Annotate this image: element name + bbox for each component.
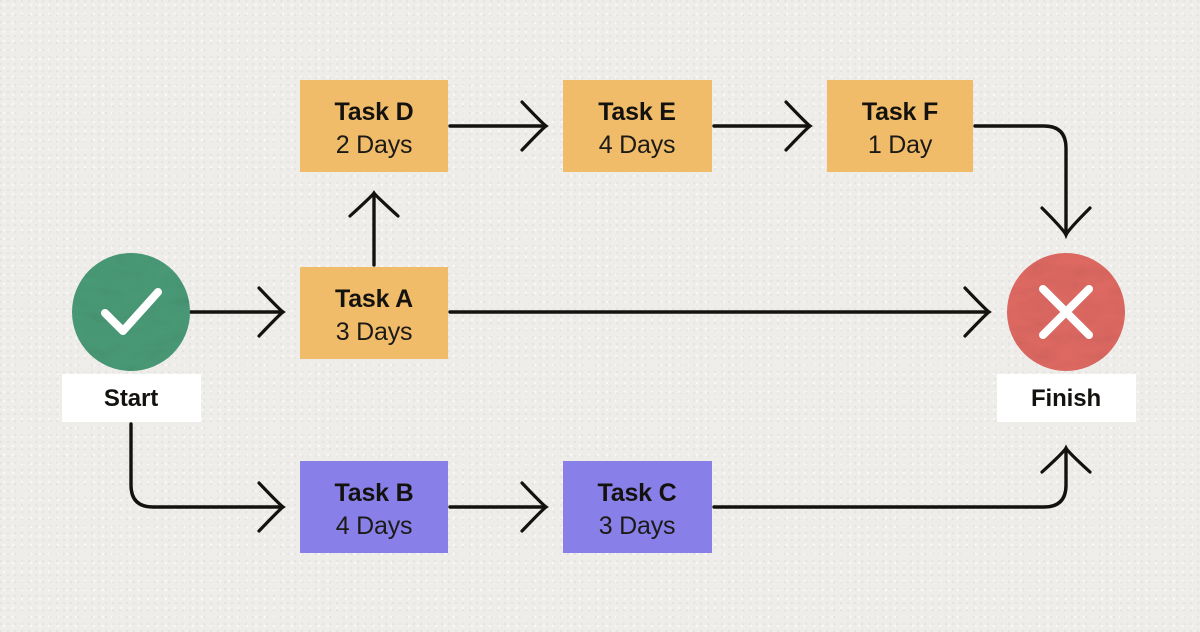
edge-start-to-task-b: [129, 422, 286, 533]
task-b-name: Task B: [335, 479, 414, 507]
task-c-name: Task C: [598, 479, 677, 507]
edge-task-a-to-task-d: [348, 190, 400, 267]
start-label: Start: [104, 385, 158, 412]
finish-node[interactable]: Finish: [997, 253, 1136, 422]
task-f-duration: 1 Day: [868, 131, 933, 159]
task-d-duration: 2 Days: [336, 131, 413, 159]
task-a-rect[interactable]: [300, 267, 448, 359]
task-node-task-c[interactable]: Task C 3 Days: [563, 461, 712, 553]
edge-task-f-to-finish: [973, 124, 1092, 240]
task-e-duration: 4 Days: [599, 131, 676, 159]
edges-layer: [129, 100, 1092, 533]
task-c-rect[interactable]: [563, 461, 712, 553]
task-d-rect[interactable]: [300, 80, 448, 172]
task-a-name: Task A: [335, 285, 413, 313]
edge-task-c-to-finish: [712, 444, 1092, 509]
start-label-box[interactable]: [62, 374, 201, 422]
task-f-rect[interactable]: [827, 80, 973, 172]
finish-label-box[interactable]: [997, 374, 1136, 422]
cross-icon: [1039, 285, 1093, 339]
start-circle-texture: [72, 253, 190, 371]
check-icon: [101, 288, 162, 335]
finish-label: Finish: [1031, 385, 1101, 412]
start-node[interactable]: Start: [62, 253, 201, 422]
edge-task-d-to-task-e: [448, 100, 549, 152]
task-e-rect[interactable]: [563, 80, 712, 172]
task-node-task-a[interactable]: Task A 3 Days: [300, 267, 448, 359]
task-node-task-e[interactable]: Task E 4 Days: [563, 80, 712, 172]
task-c-duration: 3 Days: [599, 512, 676, 540]
task-e-name: Task E: [598, 98, 676, 126]
edge-start-to-task-a: [188, 286, 286, 338]
task-a-duration: 3 Days: [336, 318, 413, 346]
edge-task-b-to-task-c: [448, 481, 549, 533]
edge-task-a-to-finish: [448, 286, 992, 338]
task-b-duration: 4 Days: [336, 512, 413, 540]
task-f-name: Task F: [862, 98, 938, 126]
task-node-task-d[interactable]: Task D 2 Days: [300, 80, 448, 172]
task-d-name: Task D: [335, 98, 414, 126]
edge-task-e-to-task-f: [712, 100, 813, 152]
task-boxes-layer: Task A 3 Days Task B 4 Days Task C 3 Day…: [300, 80, 973, 553]
task-b-rect[interactable]: [300, 461, 448, 553]
task-node-task-f[interactable]: Task F 1 Day: [827, 80, 973, 172]
task-node-task-b[interactable]: Task B 4 Days: [300, 461, 448, 553]
